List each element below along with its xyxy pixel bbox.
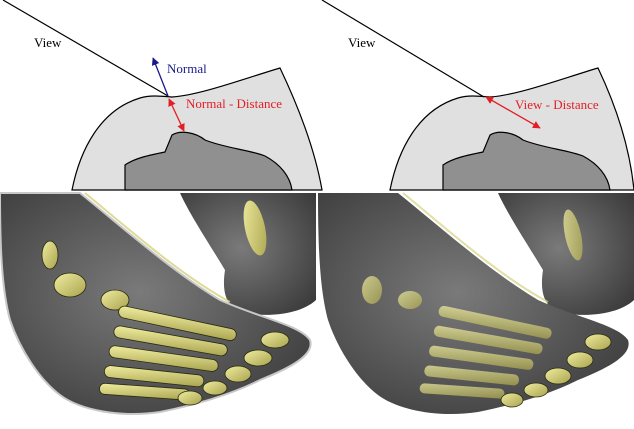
view-label: View [34, 35, 62, 50]
normal-distance-label: Normal - Distance [186, 96, 282, 111]
view-ray-line [322, 0, 484, 97]
diagram-normal-distance: View Normal Normal - Distance [3, 0, 322, 190]
foot-render-normal-distance [0, 193, 316, 429]
view-ray-line [3, 0, 168, 96]
foot-render-view-distance [318, 193, 634, 429]
diagram-view-distance: View View - Distance [322, 0, 634, 190]
view-label: View [348, 35, 376, 50]
normal-arrow [153, 58, 168, 96]
normal-label: Normal [167, 61, 207, 76]
view-distance-label: View - Distance [515, 97, 599, 112]
